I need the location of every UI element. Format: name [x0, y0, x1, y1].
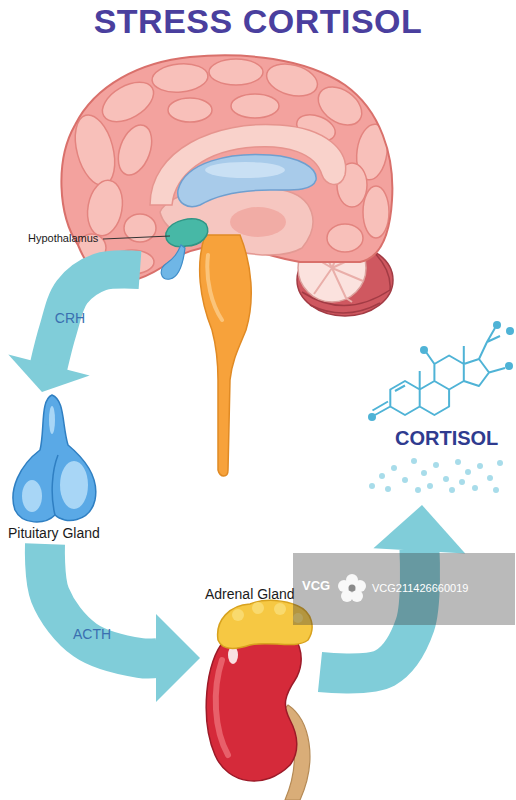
hypothalamus-node: Hypothalamus [28, 230, 178, 270]
cortisol-particles [369, 458, 503, 493]
watermark-band [293, 553, 515, 625]
adrenal-bump [252, 602, 264, 614]
pituitary-shape [13, 395, 96, 522]
particle [493, 487, 499, 493]
particle [379, 473, 385, 479]
particle [433, 462, 439, 468]
particle [402, 477, 408, 483]
diagram-title: STRESS CORTISOL [0, 2, 516, 41]
particle [421, 470, 427, 476]
gyrus [151, 62, 209, 95]
particle [487, 475, 493, 481]
arrow-head [156, 614, 200, 702]
pituitary-highlight [60, 461, 88, 509]
atom [420, 346, 428, 354]
pituitary-node: Pituitary Gland [5, 392, 125, 544]
gyrus [363, 186, 389, 238]
hormone-label: ACTH [73, 626, 111, 642]
gyrus [96, 74, 160, 130]
arrow-head [8, 354, 89, 392]
gyrus [112, 120, 158, 179]
pituitary-gland [13, 395, 96, 522]
adrenal-bump [232, 609, 244, 621]
leader-line [103, 236, 170, 239]
particle [443, 476, 449, 482]
particle [449, 487, 455, 493]
watermark-text: VCG [302, 579, 330, 594]
logo-center [349, 585, 356, 592]
flow-arrow [45, 544, 200, 702]
ventricle-highlight [205, 162, 285, 178]
cortisol-node: CORTISOL [365, 320, 515, 505]
watermark-logo [338, 574, 366, 602]
particle [391, 465, 397, 471]
particle [427, 483, 433, 489]
atom [368, 413, 376, 421]
pituitary-highlight [22, 480, 42, 512]
pituitary-lobe-line [52, 455, 58, 515]
particle [472, 485, 478, 491]
arrow-shaft [48, 269, 140, 366]
brainstem [200, 235, 252, 476]
gyrus [327, 224, 363, 252]
molecule-bonds [373, 328, 506, 415]
ventricle [178, 154, 316, 206]
flow-arrow [8, 269, 140, 392]
brainstem-highlight [207, 255, 222, 320]
gyrus [231, 94, 279, 118]
particle [477, 463, 483, 469]
kidney-highlight [216, 660, 228, 755]
arrow-head [373, 505, 465, 554]
particle [411, 458, 417, 464]
atom [493, 321, 501, 329]
node-label: Hypothalamus [28, 232, 128, 245]
kidney [206, 623, 301, 781]
particle [369, 483, 375, 489]
atom [505, 362, 513, 370]
adrenal-bump [274, 603, 286, 615]
arrow-shaft [45, 544, 158, 659]
particle [415, 487, 421, 493]
particle [465, 469, 471, 475]
gyrus [263, 59, 321, 101]
pituitary-small [161, 245, 185, 279]
particle [385, 486, 391, 492]
cortisol-molecule [368, 321, 514, 421]
hormone-label: CRH [55, 310, 85, 326]
node-label: Pituitary Gland [8, 525, 123, 541]
thalamus [230, 207, 286, 237]
gyrus [209, 59, 263, 85]
logo-petal [338, 580, 350, 592]
gyrus [168, 98, 212, 122]
pituitary-highlight [49, 406, 55, 434]
particle [455, 459, 461, 465]
gyrus [83, 177, 126, 238]
watermark-text: VCG211426660019 [372, 582, 468, 595]
node-label: CORTISOL [395, 427, 513, 450]
particle [497, 460, 503, 466]
atom [506, 327, 514, 335]
particle [459, 479, 465, 485]
hypothalamus [166, 219, 208, 247]
kidney-adrenal [206, 600, 312, 800]
